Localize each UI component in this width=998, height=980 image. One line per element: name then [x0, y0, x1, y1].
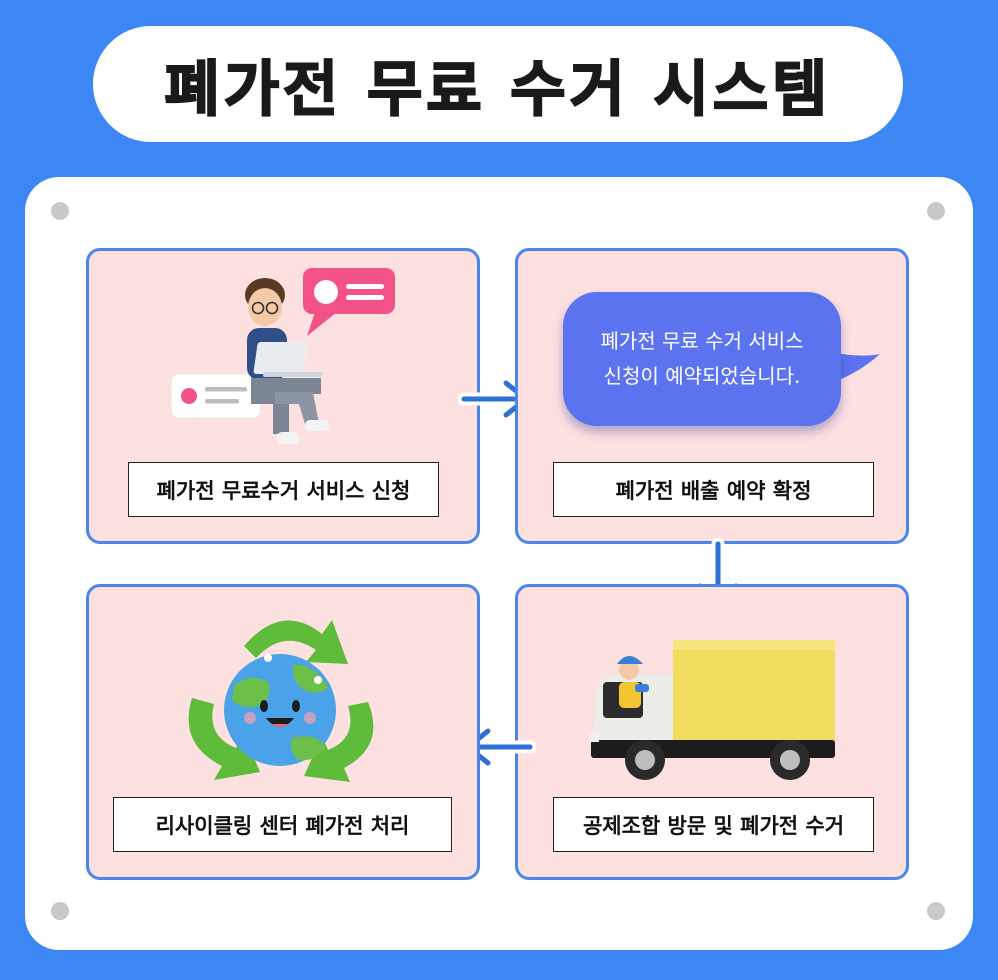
chat-bubble-icon: 폐가전 무료 수거 서비스 신청이 예약되었습니다.: [563, 292, 841, 426]
screw-icon: [927, 202, 945, 220]
delivery-truck-illustration: [585, 632, 845, 792]
step-label-apply: 폐가전 무료수거 서비스 신청: [128, 462, 439, 517]
step-label-recycling: 리사이클링 센터 폐가전 처리: [113, 797, 452, 852]
person-laptop-illustration: [165, 262, 405, 462]
title-banner: 폐가전 무료 수거 시스템: [93, 26, 903, 142]
screw-icon: [51, 902, 69, 920]
bubble-text-line1: 폐가전 무료 수거 서비스: [600, 324, 803, 359]
recycling-earth-illustration: [172, 606, 392, 786]
bubble-text-line2: 신청이 예약되었습니다.: [604, 359, 801, 394]
page-title: 폐가전 무료 수거 시스템: [165, 41, 832, 128]
step-label-reservation: 폐가전 배출 예약 확정: [553, 462, 874, 517]
step-label-pickup: 공제조합 방문 및 폐가전 수거: [553, 797, 874, 852]
screw-icon: [927, 902, 945, 920]
screw-icon: [51, 202, 69, 220]
